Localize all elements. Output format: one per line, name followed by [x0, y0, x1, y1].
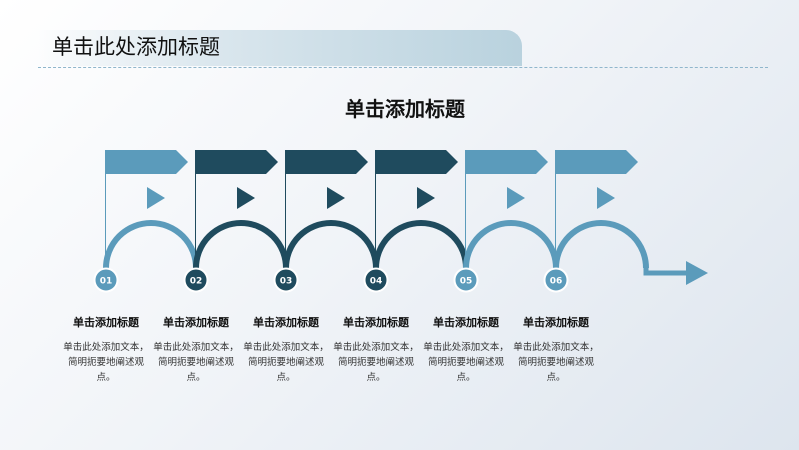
step-description-04[interactable]: 单击此处添加文本，简明扼要地阐述观点。 — [333, 342, 419, 383]
flag-05 — [466, 150, 548, 174]
step-arc-03 — [283, 220, 379, 269]
step-title-04[interactable]: 单击添加标题 — [343, 316, 409, 329]
header-dashed-divider — [38, 67, 768, 68]
step-description-01[interactable]: 单击此处添加文本，简明扼要地阐述观点。 — [63, 342, 149, 383]
arc-arrowhead-05 — [507, 187, 525, 209]
step-arc-04 — [373, 220, 469, 269]
step-title-01[interactable]: 单击添加标题 — [73, 316, 139, 329]
step-arc-05 — [463, 220, 559, 269]
step-description-02[interactable]: 单击此处添加文本，简明扼要地阐述观点。 — [153, 342, 239, 383]
flag-03 — [286, 150, 368, 174]
step-number-05: 05 — [460, 277, 473, 287]
step-arc-01 — [103, 220, 199, 269]
flag-06 — [556, 150, 638, 174]
arc-arrowhead-01 — [147, 187, 165, 209]
arc-arrowhead-02 — [237, 187, 255, 209]
step-arc-06 — [553, 220, 649, 269]
step-circle-03 — [273, 267, 299, 293]
arc-arrowhead-06 — [597, 187, 615, 209]
step-circle-02 — [183, 267, 209, 293]
final-arrowhead — [686, 261, 708, 285]
step-circle-01 — [93, 267, 119, 293]
step-title-02[interactable]: 单击添加标题 — [163, 316, 229, 329]
step-arc-02 — [193, 220, 289, 269]
header-band — [38, 30, 522, 66]
step-circle-05 — [453, 267, 479, 293]
step-number-04: 04 — [370, 277, 383, 287]
arc-arrowhead-03 — [327, 187, 345, 209]
step-number-02: 02 — [190, 277, 203, 287]
arc-arrowhead-04 — [417, 187, 435, 209]
slide-header-title[interactable]: 单击此处添加标题 — [52, 35, 220, 59]
final-arrow-line — [643, 266, 690, 276]
step-title-05[interactable]: 单击添加标题 — [433, 316, 499, 329]
step-title-06[interactable]: 单击添加标题 — [523, 316, 589, 329]
step-description-05[interactable]: 单击此处添加文本，简明扼要地阐述观点。 — [423, 342, 509, 383]
flag-01 — [106, 150, 188, 174]
flag-02 — [196, 150, 278, 174]
step-circle-06 — [543, 267, 569, 293]
step-description-03[interactable]: 单击此处添加文本，简明扼要地阐述观点。 — [243, 342, 329, 383]
step-description-06[interactable]: 单击此处添加文本，简明扼要地阐述观点。 — [513, 342, 599, 383]
flag-04 — [376, 150, 458, 174]
step-number-01: 01 — [100, 277, 113, 287]
step-circle-04 — [363, 267, 389, 293]
step-number-03: 03 — [280, 277, 293, 287]
step-title-03[interactable]: 单击添加标题 — [253, 316, 319, 329]
step-number-06: 06 — [550, 277, 563, 287]
diagram-title[interactable]: 单击添加标题 — [345, 97, 465, 121]
